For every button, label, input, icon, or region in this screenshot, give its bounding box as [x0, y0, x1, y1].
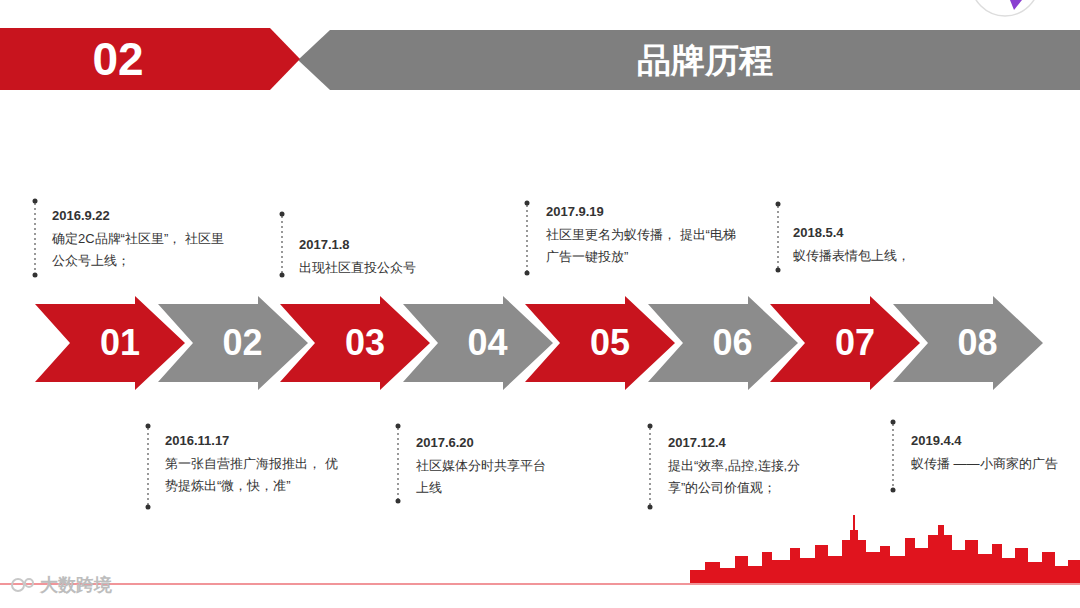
- baseline: [0, 583, 1080, 585]
- title-band: [298, 30, 1080, 90]
- timeline-chevron: 03: [280, 296, 430, 390]
- section-band: [0, 28, 300, 90]
- timeline-chevron: 08: [893, 296, 1043, 390]
- timeline-chevron: 05: [525, 296, 675, 390]
- watermark-icon: [12, 579, 33, 591]
- logo: [971, 0, 1039, 16]
- event-markers: [33, 199, 896, 510]
- chevron-shape: [280, 296, 430, 390]
- node-number: 06: [688, 296, 778, 390]
- event-text: 出现社区直投公众号: [299, 257, 469, 279]
- city-skyline: [690, 515, 1080, 583]
- chevron-shape: [893, 296, 1043, 390]
- event-text: 社区里更名为蚁传播， 提出“电梯广告一键投放”: [546, 224, 736, 268]
- node-number: 08: [933, 296, 1023, 390]
- chevron-shape: [35, 296, 185, 390]
- section-band: [0, 28, 300, 90]
- chevron-shape: [403, 296, 553, 390]
- section-number: 02: [0, 28, 300, 90]
- node-number: 01: [75, 296, 165, 390]
- timeline-chevron: 01: [35, 296, 185, 390]
- event-text: 社区媒体分时共享平台 上线: [416, 455, 556, 499]
- event-text: 确定2C品牌“社区里”， 社区里公众号上线；: [52, 228, 232, 272]
- page-title: 品牌历程: [330, 30, 1080, 90]
- event-text: 蚁传播表情包上线，: [793, 245, 963, 267]
- node-number: 03: [320, 296, 410, 390]
- event-text: 蚁传播 ——小商家的广告: [911, 453, 1076, 475]
- event-text: 提出“效率,品控,连接,分享”的公司价值观；: [668, 455, 828, 499]
- event-date: 2017.12.4: [668, 432, 828, 454]
- event-date: 2017.1.8: [299, 234, 459, 256]
- chevron-shape: [648, 296, 798, 390]
- event-date: 2017.9.19: [546, 201, 706, 223]
- event-date: 2016.9.22: [52, 205, 212, 227]
- event-date: 2017.6.20: [416, 432, 576, 454]
- chevron-shape: [770, 296, 920, 390]
- chevron-shape: [158, 296, 308, 390]
- node-number: 02: [78, 28, 158, 90]
- timeline-chevron: 02: [158, 296, 308, 390]
- node-number: 02: [198, 296, 288, 390]
- timeline-chevron: 06: [648, 296, 798, 390]
- event-text: 第一张自营推广海报推出， 优势提炼出“微，快，准”: [165, 453, 350, 497]
- node-number: 04: [443, 296, 533, 390]
- node-number: 05: [565, 296, 655, 390]
- logo-mark: [1010, 0, 1022, 10]
- timeline-chevron: 04: [403, 296, 553, 390]
- chevron-shape: [525, 296, 675, 390]
- event-date: 2018.5.4: [793, 222, 953, 244]
- node-number: 07: [810, 296, 900, 390]
- timeline-chevron: 07: [770, 296, 920, 390]
- event-date: 2016.11.17: [165, 430, 325, 452]
- event-date: 2019.4.4: [911, 430, 1071, 452]
- watermark: 大数跨境: [40, 573, 160, 597]
